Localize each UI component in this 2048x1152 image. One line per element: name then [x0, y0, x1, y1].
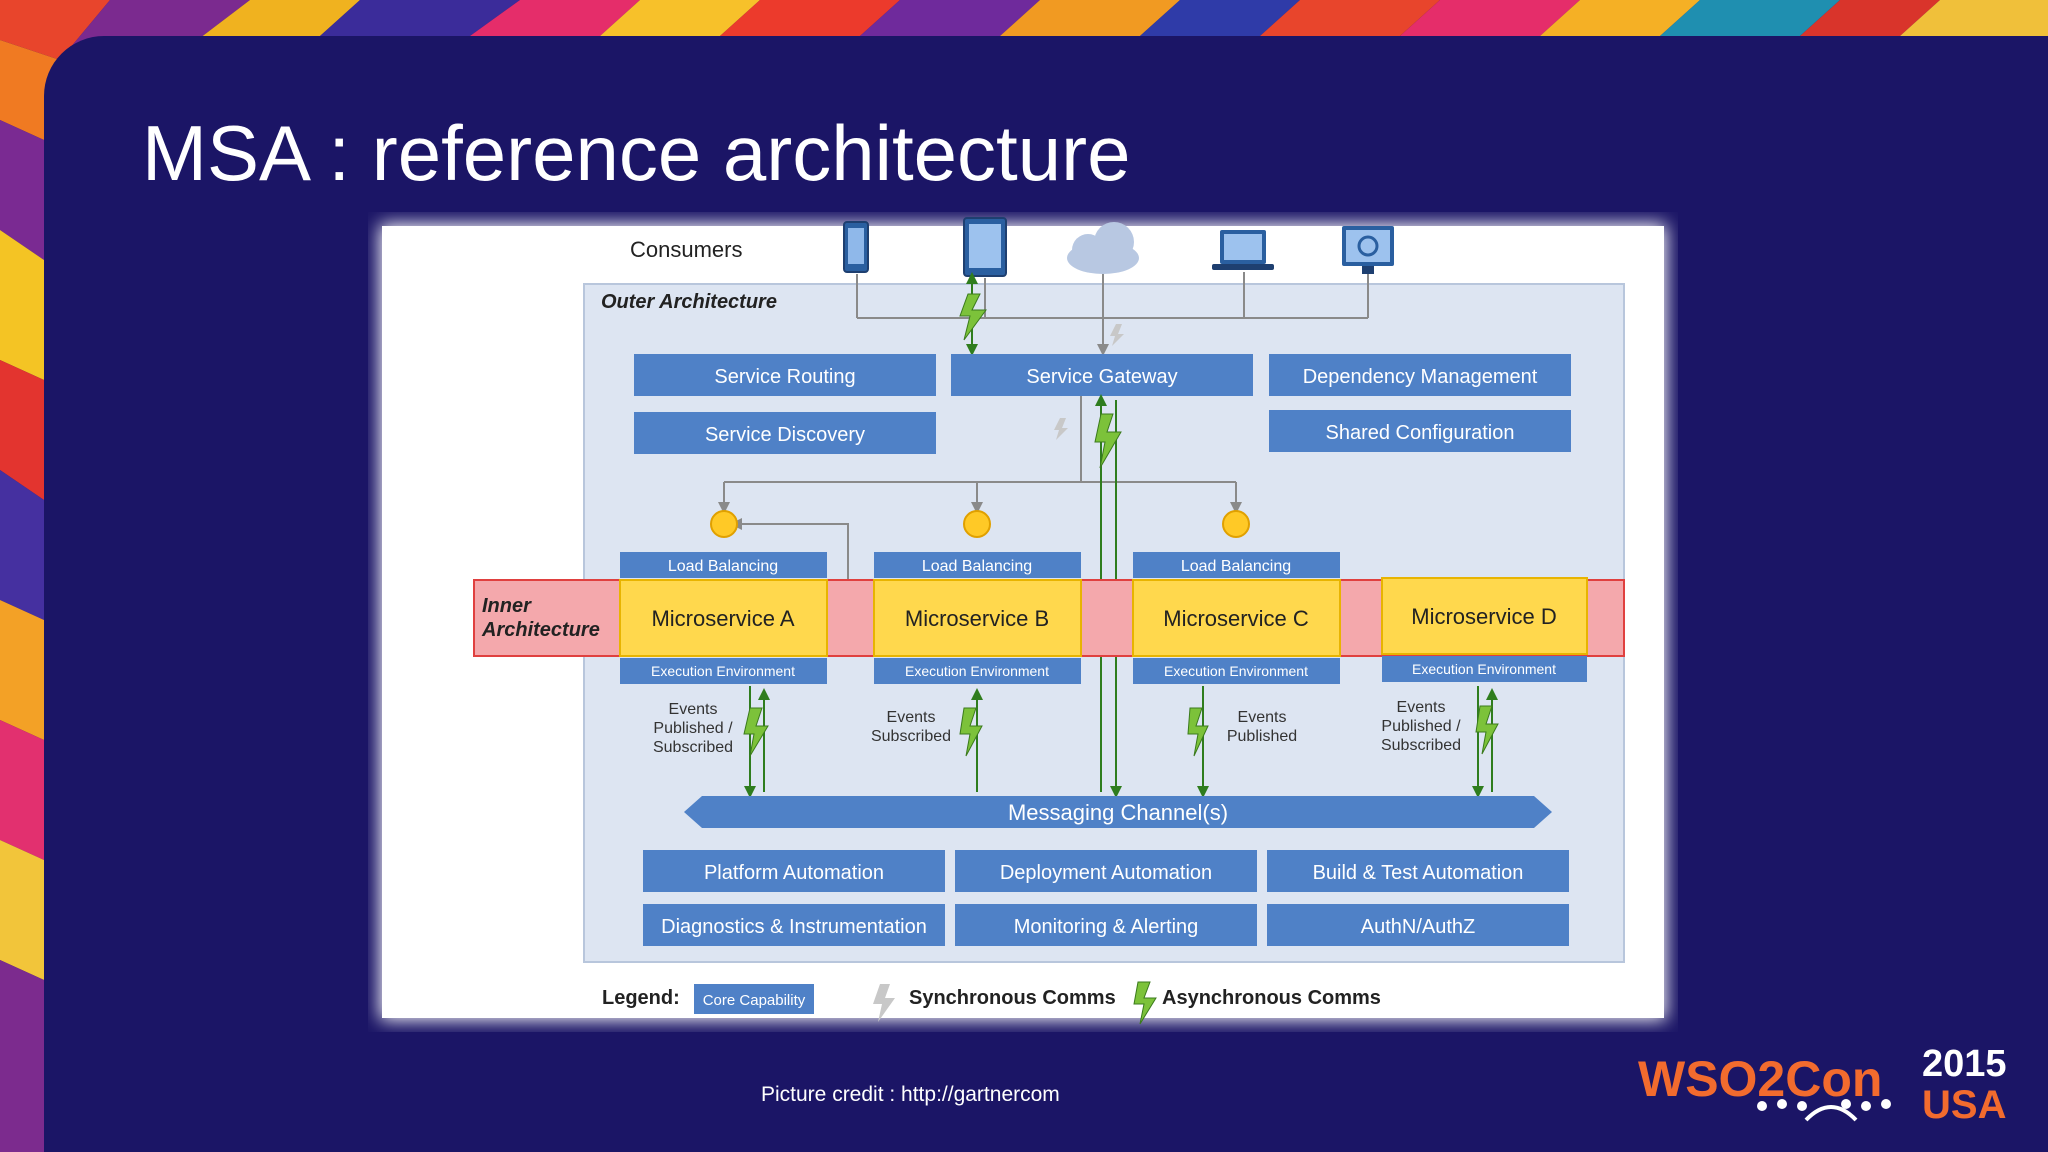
architecture-diagram: Consumers Outer Architecture — [380, 217, 1666, 1025]
cloud-icon — [1067, 222, 1139, 274]
svg-text:Messaging Channel(s): Messaging Channel(s) — [1008, 800, 1228, 825]
microservice-d-stack: Microservice D Execution Environment — [1381, 577, 1588, 682]
microservice-c-stack: Load Balancing Microservice C Execution … — [1132, 552, 1341, 684]
legend-sync-text: Synchronous Comms — [909, 987, 1116, 1009]
events-a-line2: Published / — [653, 720, 733, 737]
svg-text:Build & Test Automation: Build & Test Automation — [1313, 862, 1524, 884]
svg-text:USA: USA — [1922, 1083, 2006, 1126]
svg-text:Execution Environment: Execution Environment — [905, 663, 1049, 679]
events-d-line2: Published / — [1381, 718, 1461, 735]
bottom-service-build-test-automation: Build & Test Automation — [1267, 850, 1569, 892]
microservice-a-stack: Load Balancing Microservice A Execution … — [619, 552, 828, 684]
events-c-line2: Published — [1227, 728, 1297, 745]
legend-async-text: Asynchronous Comms — [1162, 987, 1381, 1009]
async-bolt-icon — [1133, 981, 1157, 1025]
svg-text:Load Balancing: Load Balancing — [1181, 558, 1291, 575]
microservice-b-label: Microservice B — [905, 606, 1049, 631]
load-balancer-node-icon — [710, 510, 738, 538]
events-b-line2: Subscribed — [871, 728, 951, 745]
legend: Legend: Core Capability Synchronous Comm… — [602, 981, 1381, 1025]
microservice-d-label: Microservice D — [1411, 604, 1556, 629]
svg-text:Monitoring & Alerting: Monitoring & Alerting — [1014, 916, 1199, 938]
events-b-line1: Events — [887, 709, 936, 726]
wso2con-logo: WSO2Con 2015 USA — [1638, 1043, 2007, 1126]
svg-text:Execution Environment: Execution Environment — [1164, 663, 1308, 679]
svg-text:2015: 2015 — [1922, 1043, 2007, 1085]
svg-text:Dependency Management: Dependency Management — [1303, 366, 1538, 388]
sync-bolt-icon — [873, 984, 895, 1022]
svg-text:Shared Configuration: Shared Configuration — [1325, 422, 1514, 444]
events-a-line3: Subscribed — [653, 739, 733, 756]
outer-service-service-routing: Service Routing — [634, 354, 936, 396]
svg-text:Service Discovery: Service Discovery — [705, 424, 865, 446]
events-a-line1: Events — [669, 701, 718, 718]
svg-text:Service Routing: Service Routing — [714, 366, 855, 388]
messaging-channel: Messaging Channel(s) — [684, 796, 1552, 828]
picture-credit: Picture credit : http://gartnercom — [761, 1083, 1060, 1106]
tablet-icon — [963, 217, 1007, 277]
legend-core-text: Core Capability — [703, 992, 806, 1009]
legend-label: Legend: — [602, 987, 680, 1009]
events-d-line1: Events — [1397, 699, 1446, 716]
svg-text:WSO2Con: WSO2Con — [1638, 1051, 1882, 1107]
svg-text:Service Gateway: Service Gateway — [1026, 366, 1177, 388]
bottom-service-deployment-automation: Deployment Automation — [955, 850, 1257, 892]
events-d-line3: Subscribed — [1381, 737, 1461, 754]
microservice-c-label: Microservice C — [1163, 606, 1309, 631]
outer-service-shared-configuration: Shared Configuration — [1269, 410, 1571, 452]
inner-architecture-label-line2: Architecture — [481, 619, 600, 641]
consumers-label: Consumers — [630, 237, 742, 262]
bottom-service-monitoring-alerting: Monitoring & Alerting — [955, 904, 1257, 946]
laptop-icon — [1212, 230, 1274, 270]
bottom-service-diagnostics-instrumentation: Diagnostics & Instrumentation — [643, 904, 945, 946]
desktop-monitor-icon — [1342, 226, 1394, 274]
svg-text:Load Balancing: Load Balancing — [668, 558, 778, 575]
svg-text:Diagnostics & Instrumentation: Diagnostics & Instrumentation — [661, 916, 927, 938]
outer-service-dependency-management: Dependency Management — [1269, 354, 1571, 396]
inner-architecture-label-line1: Inner — [482, 595, 532, 617]
load-balancer-node-icon — [963, 510, 991, 538]
svg-text:Platform Automation: Platform Automation — [704, 862, 884, 884]
microservice-b-stack: Load Balancing Microservice B Execution … — [873, 552, 1082, 684]
svg-text:Execution Environment: Execution Environment — [651, 663, 795, 679]
svg-text:Load Balancing: Load Balancing — [922, 558, 1032, 575]
outer-architecture-label: Outer Architecture — [601, 291, 777, 313]
svg-text:Execution Environment: Execution Environment — [1412, 661, 1556, 677]
outer-service-service-gateway: Service Gateway — [951, 354, 1253, 396]
smartphone-icon — [843, 221, 869, 273]
svg-text:AuthN/AuthZ: AuthN/AuthZ — [1361, 916, 1476, 938]
load-balancer-node-icon — [1222, 510, 1250, 538]
bottom-service-platform-automation: Platform Automation — [643, 850, 945, 892]
svg-text:Deployment Automation: Deployment Automation — [1000, 862, 1212, 884]
events-c-line1: Events — [1238, 709, 1287, 726]
microservice-a-label: Microservice A — [651, 606, 794, 631]
outer-service-service-discovery: Service Discovery — [634, 412, 936, 454]
slide-title: MSA : reference architecture — [142, 109, 1131, 197]
legend-core-swatch — [694, 984, 814, 1014]
bottom-service-authn-authz: AuthN/AuthZ — [1267, 904, 1569, 946]
